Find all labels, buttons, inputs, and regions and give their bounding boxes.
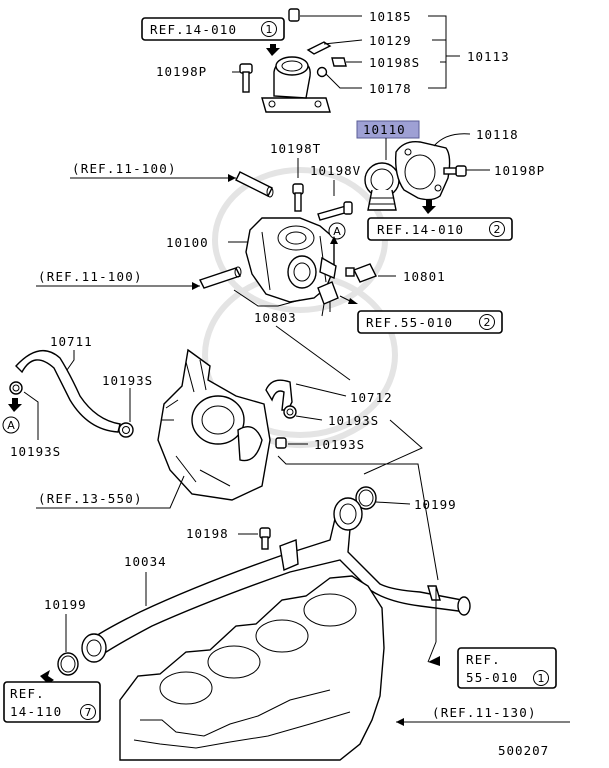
ref-14-010-1-text: REF.14-010 (150, 22, 237, 37)
sensor-10801[interactable] (345, 263, 377, 283)
label-10199-left: 10199 (44, 597, 87, 612)
bolt-10198P-top[interactable] (239, 63, 253, 93)
ref-13-550[interactable]: (REF.13-550) (38, 491, 143, 506)
label-10193S-lower-right: 10193S (314, 437, 365, 452)
thermostat-housing-10118[interactable] (394, 141, 451, 201)
svg-text:A: A (333, 225, 341, 238)
label-10198S: 10198S (369, 55, 420, 70)
label-10118: 10118 (476, 127, 519, 142)
highlight-10110 (356, 120, 420, 139)
label-10199-right: 10199 (414, 497, 457, 512)
label-10178: 10178 (369, 81, 412, 96)
connector-a-upper[interactable]: A (328, 222, 346, 240)
bolt-10198S[interactable] (331, 57, 347, 67)
label-10801: 10801 (403, 269, 446, 284)
ref-14-110-7-line1: REF. (10, 686, 45, 701)
ref-11-130[interactable]: (REF.11-130) (432, 705, 537, 720)
ref-14-110-7-num: 7 (85, 706, 92, 719)
oring-10199-right[interactable] (355, 486, 377, 510)
clamp-10193S-mid[interactable] (118, 422, 134, 438)
thermostat[interactable] (364, 162, 400, 211)
ref-55-010-2-box[interactable]: REF.55-010 2 (357, 310, 503, 334)
label-10034: 10034 (124, 554, 167, 569)
label-10712: 10712 (350, 390, 393, 405)
ref-55-010-2-num: 2 (484, 316, 491, 329)
bolt-10198P-right[interactable] (443, 165, 467, 177)
bolt-10198[interactable] (259, 527, 271, 550)
label-10198: 10198 (186, 526, 229, 541)
ref-14-010-2-text: REF.14-010 (377, 222, 464, 237)
pipe-stub-mid[interactable] (199, 266, 242, 289)
ref-11-100-top[interactable]: (REF.11-100) (72, 161, 177, 176)
bolt-10198T[interactable] (292, 183, 304, 212)
arrow-down-icon (422, 200, 436, 214)
label-10185: 10185 (369, 9, 412, 24)
ref-14-110-7-box[interactable]: REF. 14-110 7 (3, 681, 101, 723)
hose-10711[interactable] (15, 349, 121, 433)
clamp-10193S-upper-right[interactable] (283, 405, 297, 419)
label-10198P-top: 10198P (156, 64, 207, 79)
cylinder-block (119, 575, 385, 761)
label-10803: 10803 (254, 310, 297, 325)
label-10193S-left: 10193S (10, 444, 61, 459)
ref-55-010-1-line2: 55-010 (466, 670, 518, 685)
ref-55-010-1-num: 1 (538, 672, 545, 685)
ref-14-010-2-box[interactable]: REF.14-010 2 (367, 217, 513, 241)
ref-11-100-mid[interactable]: (REF.11-100) (38, 269, 143, 284)
label-10193S-upper-right: 10193S (328, 413, 379, 428)
ref-14-110-7-line2: 14-110 (10, 704, 62, 719)
water-pipe-10034[interactable] (81, 497, 471, 663)
label-10711: 10711 (50, 334, 93, 349)
hose-10712[interactable] (265, 379, 293, 411)
svg-text:A: A (7, 419, 15, 432)
diagram-code: 500207 (498, 743, 549, 758)
oring-10178[interactable] (316, 66, 328, 78)
water-outlet-fitting[interactable] (261, 56, 331, 113)
plug-10185[interactable] (288, 8, 300, 22)
label-10100: 10100 (166, 235, 209, 250)
label-10113: 10113 (467, 49, 510, 64)
ref-55-010-1-line1: REF. (466, 652, 501, 667)
label-10193S-mid: 10193S (102, 373, 153, 388)
clamp-10193S-lower-right[interactable] (275, 437, 287, 449)
thermostat-case-10100[interactable] (245, 217, 337, 303)
ref-14-010-1-num: 1 (266, 23, 273, 36)
arrow-up-icon (266, 44, 280, 56)
label-10110[interactable]: 10110 (363, 122, 406, 137)
gasket-10129[interactable] (306, 41, 332, 55)
label-10198P-right: 10198P (494, 163, 545, 178)
arrow-left-icon (40, 670, 54, 684)
arrow-right-icon (428, 656, 440, 666)
label-10129: 10129 (369, 33, 412, 48)
ref-55-010-2-text: REF.55-010 (366, 315, 453, 330)
ref-14-010-2-num: 2 (494, 223, 501, 236)
throttle-body[interactable] (157, 348, 271, 501)
oring-10199-left[interactable] (57, 652, 79, 676)
ref-55-010-1-box[interactable]: REF. 55-010 1 (457, 647, 557, 689)
connector-a-lower[interactable]: A (2, 416, 20, 434)
ref-14-010-1-box[interactable]: REF.14-010 1 (141, 17, 285, 41)
label-10198T: 10198T (270, 141, 321, 156)
pipe-stub-top[interactable] (235, 171, 274, 198)
label-10198V: 10198V (310, 163, 361, 178)
sensor-10803[interactable] (317, 281, 339, 317)
bolt-10198V[interactable] (317, 201, 353, 221)
clamp-10193S-left[interactable] (9, 381, 23, 395)
